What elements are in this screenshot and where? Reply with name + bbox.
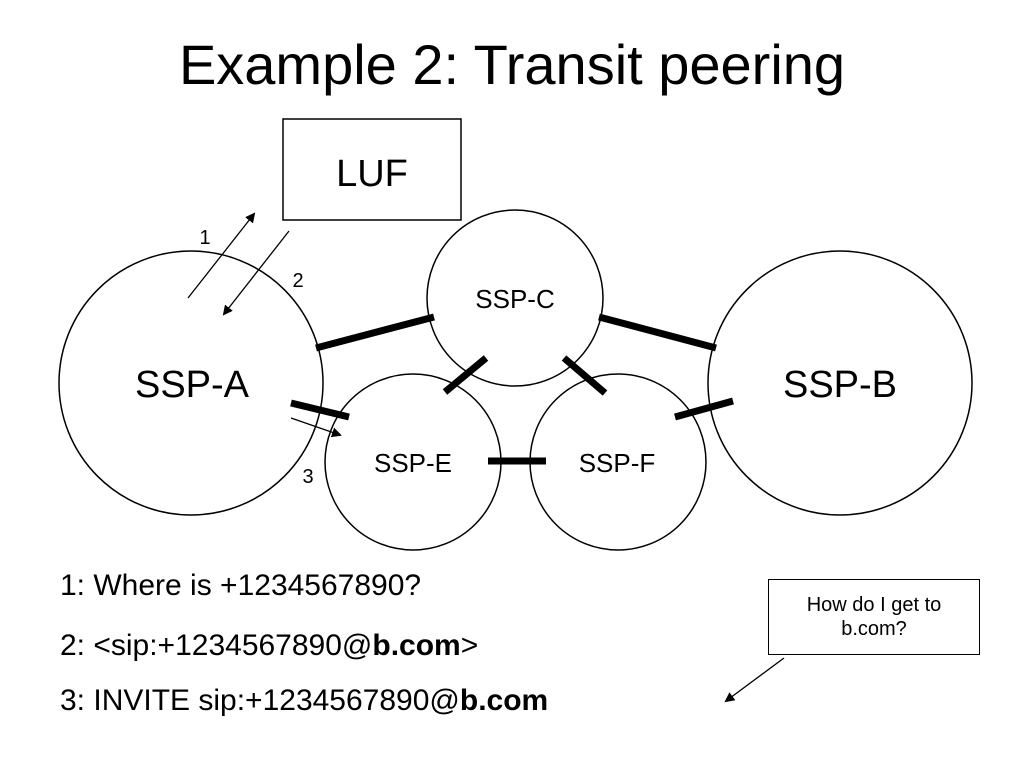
peering-link-f-b xyxy=(674,397,734,421)
step-1-number: 1 xyxy=(199,227,210,249)
callout-pointer-arrow xyxy=(724,657,785,703)
ssp-c-label: SSP-C xyxy=(475,284,554,314)
ssp-e-label: SSP-E xyxy=(374,448,452,478)
step-2-number: 2 xyxy=(292,270,303,292)
peering-link-c-e xyxy=(442,355,489,395)
ssp-b-circle xyxy=(707,250,973,516)
legend-line-2-domain: b.com xyxy=(372,629,461,662)
legend-line-2-prefix: 2: <sip:+1234567890@ xyxy=(60,629,373,662)
ssp-f-label: SSP-F xyxy=(579,448,656,478)
luf-label: LUF xyxy=(336,153,408,195)
peering-link-c-f xyxy=(561,355,608,396)
callout-box: How do I get to b.com? xyxy=(768,579,980,655)
peering-link-a-e xyxy=(290,399,350,421)
legend-line-3-domain: b.com xyxy=(459,684,549,717)
step-1-arrow xyxy=(187,212,256,299)
luf-box xyxy=(282,118,462,221)
legend-line-3-prefix: 3: INVITE sip:+1234567890@ xyxy=(60,684,460,717)
legend-line-1: 1: Where is +1234567890? xyxy=(60,566,421,606)
ssp-b-label: SSP-B xyxy=(783,364,897,406)
legend-line-2-suffix: > xyxy=(460,629,479,662)
peering-link-c-b xyxy=(598,313,717,352)
step-3-arrow xyxy=(290,417,342,438)
legend-line-1-text: 1: Where is +1234567890? xyxy=(60,569,422,602)
step-3-number: 3 xyxy=(302,466,313,488)
ssp-a-circle xyxy=(58,250,324,516)
slide-title: Example 2: Transit peering xyxy=(178,33,846,96)
step-2-arrow xyxy=(222,230,290,316)
legend-line-2: 2: <sip:+1234567890@b.com> xyxy=(60,626,478,666)
ssp-a-label: SSP-A xyxy=(135,364,250,406)
ssp-c-circle xyxy=(426,209,604,387)
legend-line-3: 3: INVITE sip:+1234567890@b.com xyxy=(60,681,548,721)
callout-text: How do I get to b.com? xyxy=(806,594,942,640)
peering-link-a-c xyxy=(315,313,435,352)
